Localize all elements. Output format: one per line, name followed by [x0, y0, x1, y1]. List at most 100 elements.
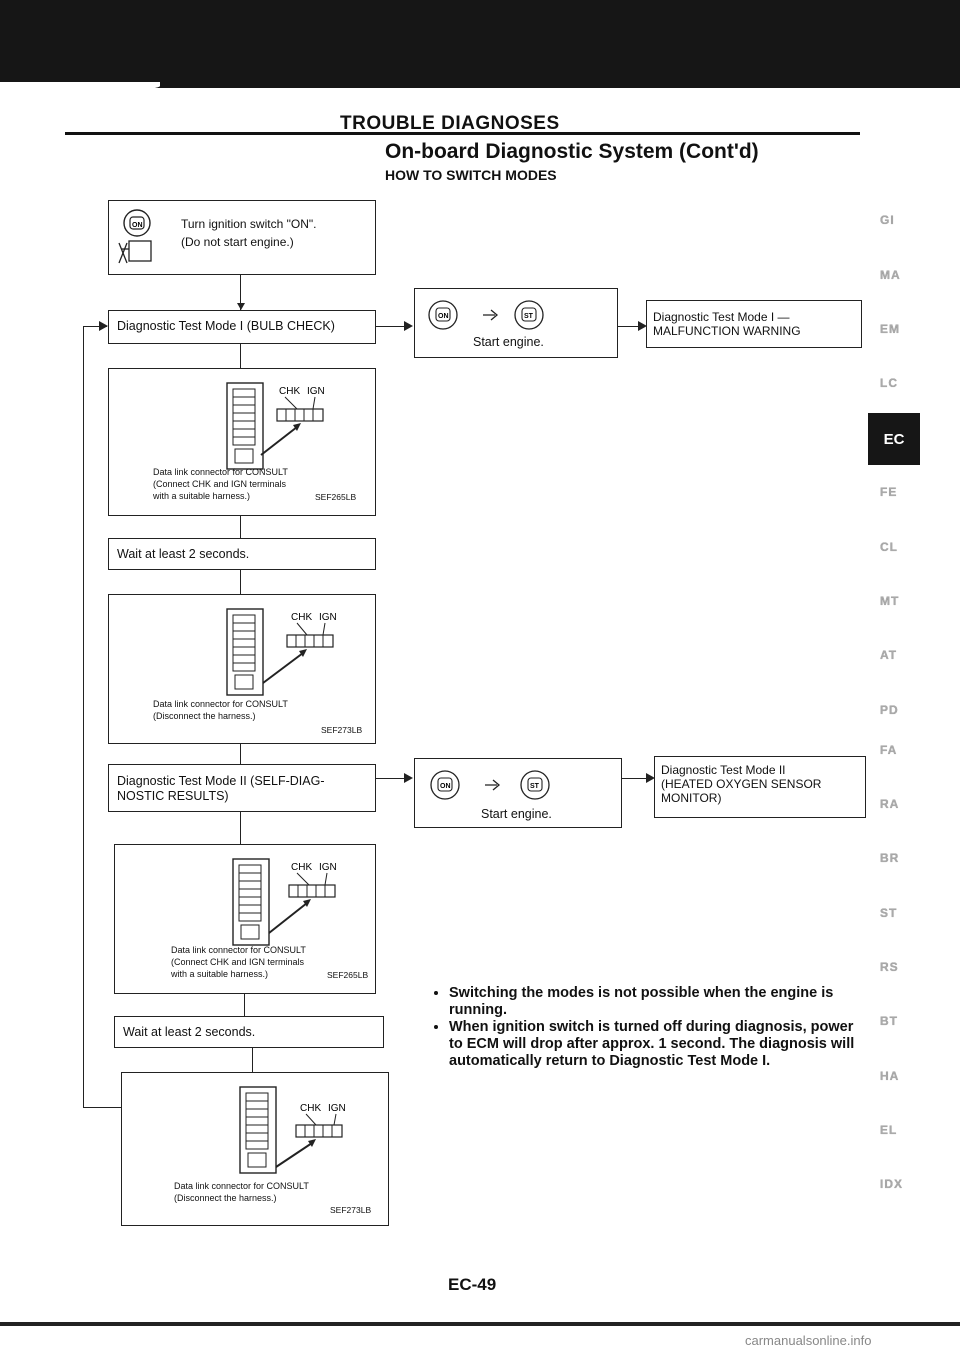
connector-caption-4a: Data link connector for CONSULT — [174, 1181, 309, 1191]
mode2-o2-line3: MONITOR) — [661, 791, 722, 805]
loop-line — [83, 326, 85, 1108]
svg-text:IGN: IGN — [307, 386, 325, 397]
sidebar-item-bt[interactable]: BT — [880, 1014, 898, 1028]
mode1-label: Diagnostic Test Mode I (BULB CHECK) — [117, 319, 335, 333]
svg-text:ON: ON — [132, 222, 143, 229]
data-link-connector-icon: CHK IGN — [232, 858, 337, 946]
flow-line — [244, 994, 246, 1016]
svg-text:ON: ON — [438, 313, 449, 320]
data-link-connector-icon: CHK IGN — [226, 382, 325, 470]
connector-diagram-2: CHK IGN Data link connector for CONSULT … — [108, 594, 376, 744]
svg-text:IGN: IGN — [328, 1103, 346, 1114]
mode2-self-diag-box: Diagnostic Test Mode II (SELF-DIAG- NOST… — [108, 764, 376, 812]
connector-caption-3a: Data link connector for CONSULT — [171, 945, 306, 955]
connector-caption-3b: (Connect CHK and IGN terminals — [171, 957, 305, 967]
connector-caption-1b: (Connect CHK and IGN terminals — [153, 479, 287, 489]
flow-line — [622, 778, 648, 780]
start-engine-box-2: ON ST Start engine. — [414, 758, 622, 828]
note-item: Switching the modes is not possible when… — [449, 985, 865, 1019]
step-ignition-line1: Turn ignition switch "ON". — [181, 217, 317, 231]
step-ignition-on: ON Turn ignition switch "ON". (Do not st… — [108, 200, 376, 275]
flow-line — [240, 275, 242, 310]
loop-line — [83, 326, 107, 328]
flow-arrow — [638, 321, 647, 331]
mode2-o2-monitor-box: Diagnostic Test Mode II (HEATED OXYGEN S… — [654, 756, 866, 818]
svg-text:IGN: IGN — [319, 862, 337, 873]
sidebar-item-br[interactable]: BR — [880, 851, 900, 865]
sidebar-item-ha[interactable]: HA — [880, 1069, 900, 1083]
page-subtitle: On-board Diagnostic System (Cont'd) — [385, 140, 759, 163]
flow-arrow — [404, 321, 413, 331]
loop-line — [83, 1107, 121, 1109]
sidebar-item-mt[interactable]: MT — [880, 594, 900, 608]
flow-line — [252, 1048, 254, 1072]
sidebar-item-gi[interactable]: GI — [880, 213, 895, 227]
step-ignition-line2: (Do not start engine.) — [181, 235, 294, 249]
flow-line — [240, 570, 242, 594]
mode2-o2-line2: (HEATED OXYGEN SENSOR — [661, 777, 822, 791]
sidebar-item-at[interactable]: AT — [880, 648, 898, 662]
start-engine-label-2: Start engine. — [481, 807, 552, 821]
flow-line — [240, 812, 242, 844]
sidebar-item-fe[interactable]: FE — [880, 485, 898, 499]
sidebar-item-rs[interactable]: RS — [880, 960, 899, 974]
sidebar-item-st[interactable]: ST — [880, 906, 898, 920]
connector-diagram-3: CHK IGN Data link connector for CONSULT … — [114, 844, 376, 994]
watermark: carmanualsonline.info — [745, 1333, 872, 1348]
flow-line — [240, 516, 242, 538]
header-rule — [65, 132, 860, 135]
mode1-malfunction-box: Diagnostic Test Mode I — MALFUNCTION WAR… — [646, 300, 862, 348]
footer-rule — [0, 1322, 960, 1326]
wait-box-1: Wait at least 2 seconds. — [108, 538, 376, 570]
data-link-connector-icon: CHK IGN — [226, 608, 337, 696]
note-item: When ignition switch is turned off durin… — [449, 1019, 865, 1070]
flow-arrow — [404, 773, 413, 783]
svg-text:CHK: CHK — [279, 386, 300, 397]
connector-caption-2a: Data link connector for CONSULT — [153, 699, 288, 709]
top-band-edge — [0, 82, 160, 92]
mode2-o2-line1: Diagnostic Test Mode II — [661, 763, 786, 777]
section-title: TROUBLE DIAGNOSES — [340, 113, 560, 134]
connector-caption-3c: with a suitable harness.) — [171, 969, 269, 979]
sidebar-item-ra[interactable]: RA — [880, 797, 900, 811]
flow-arrow — [646, 773, 655, 783]
sidebar-item-lc[interactable]: LC — [880, 376, 898, 390]
notes-list: Switching the modes is not possible when… — [425, 985, 865, 1070]
key-on-to-start-icon: ON ST — [430, 770, 550, 800]
flow-line — [376, 326, 406, 328]
mode2-line1: Diagnostic Test Mode II (SELF-DIAG- — [117, 774, 325, 788]
sidebar-item-ec-active[interactable]: EC — [868, 413, 920, 465]
wait-box-2: Wait at least 2 seconds. — [114, 1016, 384, 1048]
mode1-malfunction-line2: MALFUNCTION WARNING — [653, 324, 801, 338]
connector-caption-1c: with a suitable harness.) — [153, 491, 251, 501]
svg-text:IGN: IGN — [319, 612, 337, 623]
connector-caption-1a: Data link connector for CONSULT — [153, 467, 288, 477]
sidebar-item-fa[interactable]: FA — [880, 743, 898, 757]
connector-caption-2b: (Disconnect the harness.) — [153, 711, 256, 721]
sidebar-item-el[interactable]: EL — [880, 1123, 898, 1137]
mode1-bulb-check-box: Diagnostic Test Mode I (BULB CHECK) — [108, 310, 376, 344]
flow-line — [240, 744, 242, 764]
sidebar-item-pd[interactable]: PD — [880, 703, 899, 717]
sidebar-item-em[interactable]: EM — [880, 322, 900, 336]
loop-arrow — [99, 321, 108, 331]
connector-diagram-1: CHK IGN Data link connector for CONSULT … — [108, 368, 376, 516]
figure-ref-3: SEF265LB — [327, 970, 369, 980]
data-link-connector-icon: CHK IGN — [239, 1086, 346, 1174]
subsection-title: HOW TO SWITCH MODES — [385, 167, 557, 183]
sidebar-item-cl[interactable]: CL — [880, 540, 898, 554]
flow-line — [240, 344, 242, 368]
flow-arrow — [236, 303, 245, 310]
svg-text:CHK: CHK — [291, 862, 312, 873]
svg-text:ST: ST — [524, 313, 534, 320]
ignition-key-icon: ON — [118, 209, 152, 264]
connector-caption-4b: (Disconnect the harness.) — [174, 1193, 277, 1203]
svg-text:ST: ST — [530, 783, 540, 790]
connector-diagram-4: CHK IGN Data link connector for CONSULT … — [121, 1072, 389, 1226]
sidebar-item-ma[interactable]: MA — [880, 268, 901, 282]
mode2-line2: NOSTIC RESULTS) — [117, 789, 229, 803]
svg-text:ON: ON — [440, 783, 451, 790]
svg-text:CHK: CHK — [300, 1103, 321, 1114]
start-engine-box-1: ON ST Start engine. — [414, 288, 618, 358]
sidebar-item-idx[interactable]: IDX — [880, 1177, 904, 1191]
